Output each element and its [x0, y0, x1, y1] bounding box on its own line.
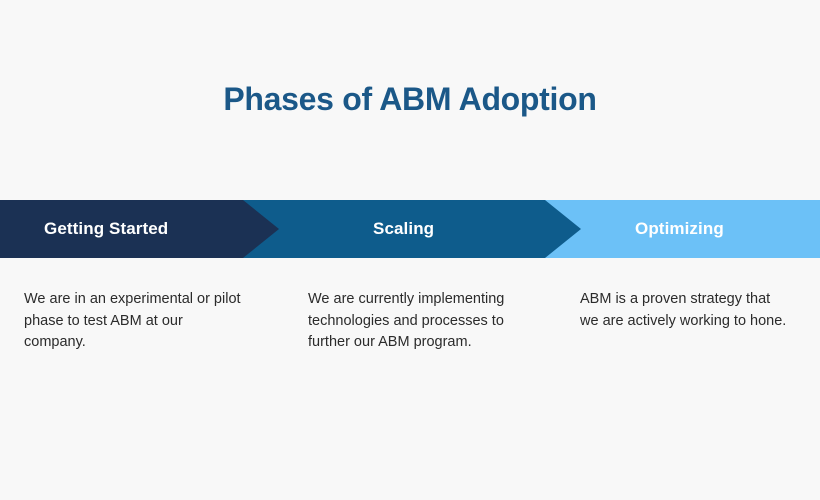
phase-label-optimizing: Optimizing [635, 219, 724, 238]
phase-chevron-banner: Getting Started Scaling Optimizing [0, 200, 820, 258]
phase-chevron-optimizing[interactable]: Optimizing [545, 200, 820, 258]
phase-description-getting-started: We are in an experimental or pilot phase… [24, 291, 241, 350]
phase-label-getting-started: Getting Started [44, 219, 169, 238]
phase-description-scaling: We are currently implementing technologi… [308, 291, 505, 350]
phase-chevron-scaling[interactable]: Scaling [243, 200, 582, 258]
phase-label-scaling: Scaling [373, 219, 435, 238]
phase-chevron-getting-started[interactable]: Getting Started [0, 200, 280, 258]
page-title: Phases of ABM Adoption [223, 81, 597, 117]
phase-description-optimizing: ABM is a proven strategy that we are act… [580, 291, 787, 329]
phase-descriptions: We are in an experimental or pilot phase… [0, 289, 820, 409]
